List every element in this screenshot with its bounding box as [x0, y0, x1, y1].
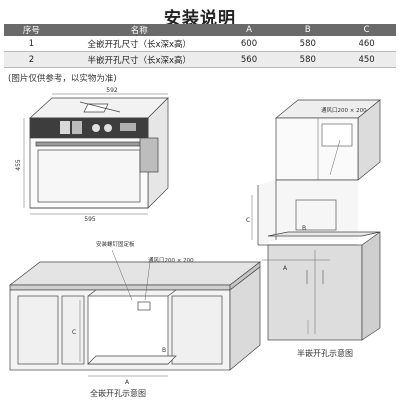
cell-c: 460: [337, 36, 396, 52]
reference-note: (图片仅供参考，以实物为准): [8, 74, 117, 84]
cell-a: 600: [219, 36, 279, 52]
cell-name: 全嵌开孔尺寸（长x深x高）: [58, 36, 220, 52]
half-embed-caption: 半嵌开孔示意图: [297, 348, 353, 358]
table-header-row: 序号 名称 A B C: [4, 24, 396, 36]
oven-dimension-lines: [23, 93, 168, 215]
table-row: 1 全嵌开孔尺寸（长x深x高） 600 580 460: [4, 36, 396, 52]
full-embed-cabinet: [8, 261, 262, 371]
cell-index: 2: [4, 51, 59, 68]
cell-name: 半嵌开孔尺寸（长x深x高）: [58, 51, 220, 68]
full-embed-label-b: B: [162, 347, 166, 354]
half-embed-vent-label: 通风口200 × 200: [321, 106, 367, 114]
full-embed-caption: 全嵌开孔示意图: [90, 388, 146, 398]
table-row: 2 半嵌开孔尺寸（长x深x高） 560 580 450: [4, 51, 396, 68]
half-embed-label-a: A: [283, 265, 288, 272]
header-a: A: [219, 24, 279, 36]
full-embed-screw-label: 安装螺钉固定板: [96, 240, 135, 248]
header-b: B: [278, 24, 338, 36]
half-embed-label-c: C: [246, 217, 250, 224]
oven-dim-left: 455: [15, 159, 22, 171]
full-embed-label-a: A: [125, 379, 130, 386]
cell-a: 560: [219, 51, 279, 68]
half-embed-dimension-lines: [251, 139, 341, 261]
oven-illustration: [29, 97, 169, 209]
header-index: 序号: [4, 24, 59, 36]
header-name: 名称: [58, 24, 220, 36]
full-embed-dimension-lines: [79, 249, 168, 377]
full-embed-label-c: C: [72, 329, 76, 336]
half-embed-cabinet: [257, 99, 381, 341]
cell-index: 1: [4, 36, 59, 52]
oven-dim-bottom: 595: [84, 216, 96, 223]
oven-dim-top: 592: [106, 87, 118, 94]
half-embed-label-b: B: [302, 225, 306, 232]
spec-table: 序号 名称 A B C 1 全嵌开孔尺寸（长x深x高） 600 580 460 …: [4, 24, 396, 68]
cell-c: 450: [337, 51, 396, 68]
cell-b: 580: [278, 36, 338, 52]
cell-b: 580: [278, 51, 338, 68]
full-embed-vent-label: 通风口200 × 200: [148, 256, 194, 264]
header-c: C: [337, 24, 396, 36]
